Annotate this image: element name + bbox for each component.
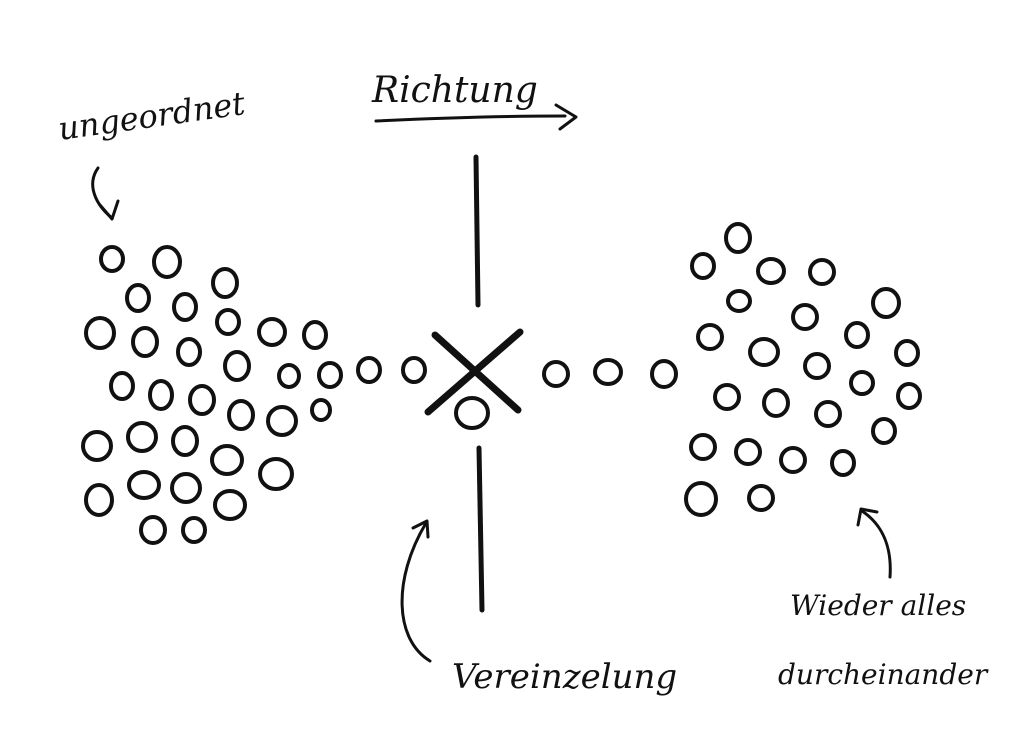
remixed-pointer-arrow (860, 509, 892, 579)
particle (849, 370, 875, 396)
particle (684, 481, 718, 517)
particle (401, 356, 427, 384)
particle (84, 483, 114, 517)
particle (188, 384, 216, 416)
particle (266, 405, 298, 437)
particle (542, 360, 570, 388)
particle (871, 287, 901, 319)
particle (148, 379, 174, 411)
barrier-top-line (473, 154, 481, 308)
particle (171, 425, 199, 457)
unordered-pointer-arrow (91, 166, 114, 220)
particle (126, 421, 158, 453)
particle (125, 283, 151, 313)
particle (170, 472, 202, 504)
particle (830, 449, 856, 477)
particle (215, 308, 241, 336)
remixed-pointer-arrow-head (856, 507, 879, 527)
particle (356, 356, 382, 384)
particle (139, 515, 167, 545)
particle (99, 245, 125, 273)
remixed-label-line-1: Wieder alles (790, 589, 966, 622)
particle (803, 352, 831, 380)
particle (131, 326, 159, 358)
particle (808, 258, 836, 286)
particle (181, 516, 207, 544)
direction-arrow-head (554, 103, 578, 131)
particle (310, 398, 332, 422)
particle (734, 438, 762, 466)
blocked-particle (454, 396, 490, 430)
unordered-particle-cluster (81, 245, 343, 545)
particle (152, 245, 182, 279)
particle (871, 417, 897, 445)
particle (84, 316, 116, 350)
separation-pointer-arrow-head (411, 519, 430, 539)
particle (844, 321, 870, 349)
particle (176, 337, 202, 367)
remixed-label-line-2: durcheinander (778, 658, 989, 691)
particle (257, 317, 287, 347)
particle (593, 358, 623, 386)
particle (213, 489, 247, 521)
particle (690, 252, 716, 280)
barrier-bottom-line (476, 445, 485, 613)
particle (650, 359, 678, 389)
particle (791, 303, 819, 331)
particle (277, 363, 301, 389)
particle (317, 361, 343, 389)
separation-label: Vereinzelung (452, 657, 677, 697)
particle (109, 371, 135, 401)
incoming-particle-line (356, 356, 427, 384)
particle (223, 350, 251, 382)
direction-arrow (374, 114, 567, 123)
particle (302, 320, 328, 350)
particle (689, 433, 717, 461)
particle (127, 470, 161, 500)
particle (779, 446, 807, 474)
particle (724, 222, 752, 254)
particle (762, 388, 790, 418)
remixed-particle-cluster (684, 222, 922, 517)
particle (756, 257, 786, 285)
cross-mark-stroke-2 (424, 328, 524, 416)
particle (172, 292, 198, 322)
outgoing-particle-line (542, 358, 678, 389)
unordered-label: ungeordnet (56, 84, 248, 148)
particle (748, 337, 780, 367)
particle (896, 382, 922, 410)
direction-label: Richtung (371, 70, 538, 111)
particle (227, 399, 255, 431)
particle (81, 430, 113, 462)
particle (258, 457, 294, 491)
particle (713, 383, 741, 411)
particle (894, 339, 920, 367)
separation-pointer-arrow (400, 521, 432, 663)
particle (696, 323, 724, 351)
particle (814, 400, 842, 428)
particle (747, 484, 775, 512)
particle (211, 267, 239, 299)
particle (210, 444, 244, 476)
particle (726, 289, 752, 313)
unordered-pointer-arrow-head (98, 199, 120, 221)
